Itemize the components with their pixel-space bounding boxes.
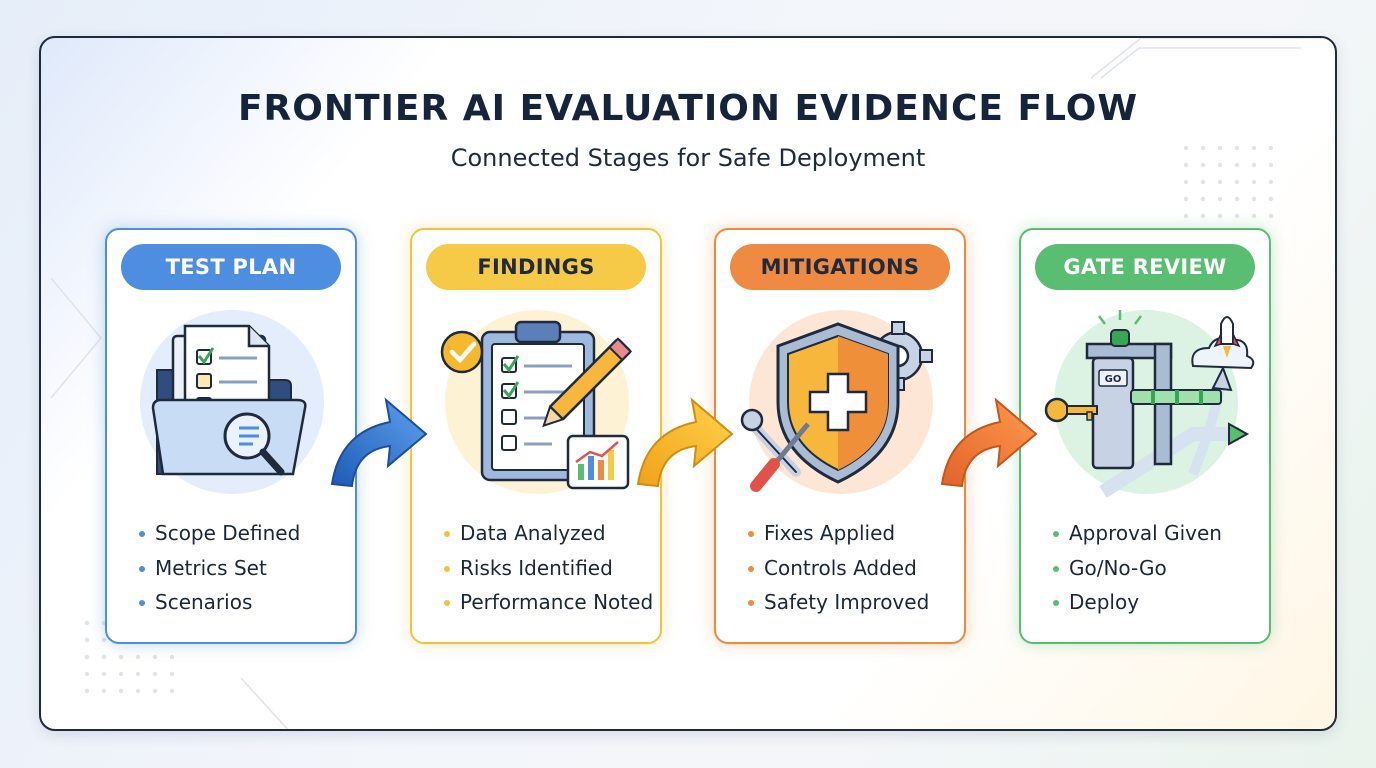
stage-label-gate-review: GATE REVIEW: [1035, 244, 1255, 290]
page-title: FRONTIER AI EVALUATION EVIDENCE FLOW: [237, 88, 1139, 129]
gate-go-label: GO: [1105, 374, 1122, 385]
list-item: Approval Given: [1051, 516, 1222, 551]
stage-card-gate-review: GATE REVIEW GO Approval: [1019, 228, 1271, 644]
list-item: Performance Noted: [442, 585, 653, 620]
list-item: Deploy: [1051, 585, 1222, 620]
gate-key-rocket-icon: GO: [1044, 310, 1255, 498]
stage-bullets-gate-review: Approval Given Go/No-Go Deploy: [1051, 516, 1222, 620]
list-item: Controls Added: [746, 551, 929, 586]
flow-arrow-1: [330, 397, 428, 488]
list-item: Scenarios: [137, 585, 300, 620]
stage-bullets-test-plan: Scope Defined Metrics Set Scenarios: [137, 516, 300, 620]
list-item: Go/No-Go: [1051, 551, 1222, 586]
page-subtitle: Connected Stages for Safe Deployment: [450, 144, 926, 172]
stage-label-test-plan: TEST PLAN: [121, 244, 341, 290]
shield-gear-tools-icon: [740, 310, 933, 494]
flow-arrow-3: [940, 397, 1038, 488]
clipboard-checklist-chart-icon: [440, 310, 633, 494]
folder-checklist-magnifier-icon: [140, 310, 324, 494]
flow-arrow-2: [636, 397, 734, 488]
list-item: Metrics Set: [137, 551, 300, 586]
stage-label-findings: FINDINGS: [426, 244, 646, 290]
list-item: Fixes Applied: [746, 516, 929, 551]
stage-card-findings: FINDINGS Data Analyzed: [410, 228, 662, 644]
list-item: Safety Improved: [746, 585, 929, 620]
list-item: Scope Defined: [137, 516, 300, 551]
list-item: Risks Identified: [442, 551, 653, 586]
stage-label-mitigations: MITIGATIONS: [730, 244, 950, 290]
stage-card-test-plan: TEST PLAN Scope Defined Metrics Set Scen…: [105, 228, 357, 644]
list-item: Data Analyzed: [442, 516, 653, 551]
stage-bullets-mitigations: Fixes Applied Controls Added Safety Impr…: [746, 516, 929, 620]
stage-bullets-findings: Data Analyzed Risks Identified Performan…: [442, 516, 653, 620]
stage-card-mitigations: MITIGATIONS Fixes Applied Controls Adde: [714, 228, 966, 644]
